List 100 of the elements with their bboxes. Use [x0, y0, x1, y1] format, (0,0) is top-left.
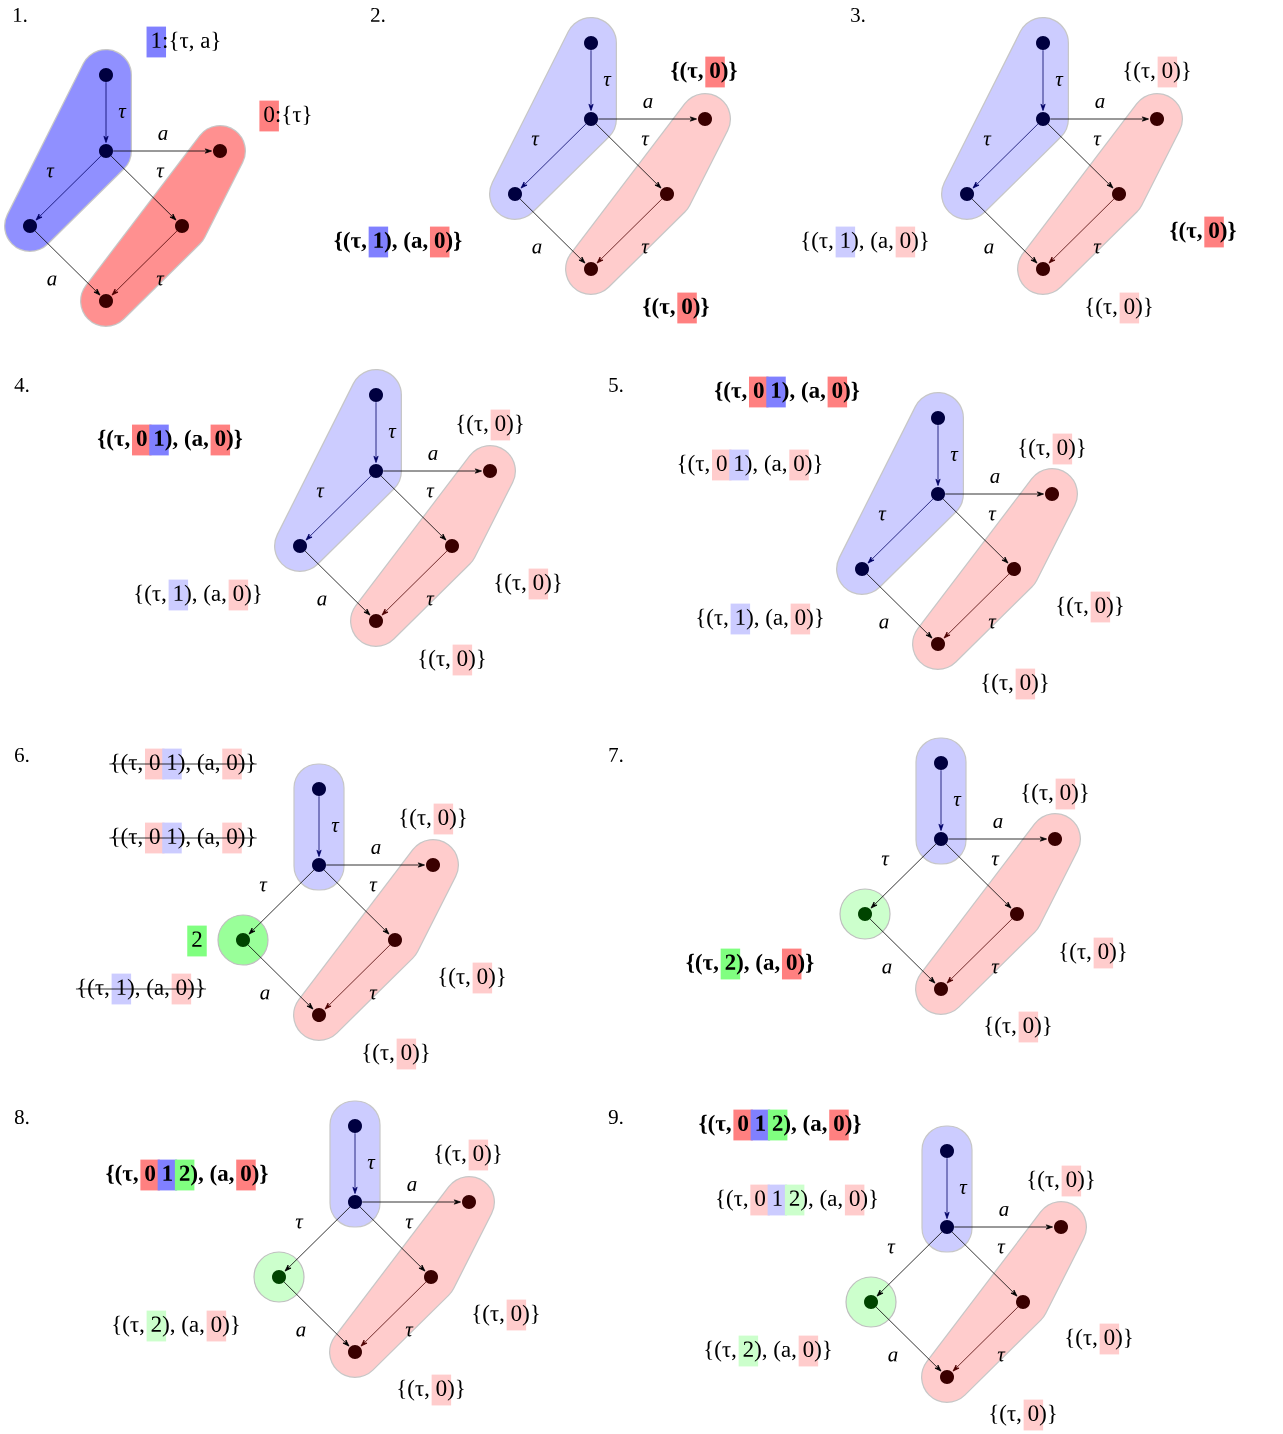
state-dot [931, 411, 945, 425]
edge-label: τ [997, 1351, 1006, 1362]
arrow [944, 1157, 950, 1219]
edge-label: a [1095, 97, 1105, 109]
state-dot [864, 1295, 878, 1309]
edge-label: τ [316, 487, 325, 498]
state-dot [175, 219, 189, 233]
state-dot [348, 1195, 362, 1209]
panel-number: 5. [609, 378, 623, 393]
arrow [283, 1281, 350, 1347]
state-dot [1048, 832, 1062, 846]
signature-label: {(τ, 0 1), (a, 0)} [97, 424, 243, 456]
arrow [947, 836, 1047, 842]
signature-label: {(τ, 0)} [1019, 433, 1085, 465]
state-dot [1036, 262, 1050, 276]
class-label: 0:{τ} [259, 100, 311, 132]
edge-label: τ [988, 618, 997, 629]
arrow [588, 49, 594, 111]
edge-label: τ [603, 76, 612, 86]
edge-label: a [990, 472, 1000, 484]
arrow [111, 230, 178, 296]
signature-label: {(τ, 0)} [457, 409, 523, 441]
state-dot [312, 858, 326, 872]
state-dot [236, 933, 250, 947]
edge-label: τ [953, 796, 962, 806]
arrow [952, 1306, 1019, 1372]
struck-signature: {(τ, 0 1), (a, 0)} [108, 748, 258, 780]
state-dot [99, 68, 113, 82]
edge-label: a [999, 1205, 1009, 1217]
arrow [325, 862, 425, 868]
signature-label: {(τ, 0)} [1124, 56, 1190, 88]
arrow [945, 843, 1012, 909]
edge-label: a [296, 1326, 306, 1337]
arrow [520, 123, 587, 189]
arrow [316, 795, 322, 857]
arrow [1049, 116, 1149, 122]
state-dot [388, 933, 402, 947]
state-dot [940, 1220, 954, 1234]
arrow [972, 123, 1039, 189]
edge-label: τ [1093, 243, 1102, 254]
edge-label: τ [641, 243, 650, 254]
state-dot [312, 1008, 326, 1022]
arrow [324, 944, 391, 1010]
edge-label: τ [991, 855, 1000, 866]
edge-label: τ [950, 451, 959, 461]
signature-label: {(τ, 0)} [990, 1399, 1056, 1431]
state-dot [213, 144, 227, 158]
state-dot [1010, 907, 1024, 921]
state-dot [348, 1345, 362, 1359]
arrow [944, 491, 1044, 497]
signature-label: {(τ, 1), (a, 0)} [334, 226, 462, 258]
edge-label: a [260, 989, 270, 1000]
edge-label: τ [331, 822, 340, 832]
state-dot [99, 294, 113, 308]
state-dot [931, 637, 945, 651]
signature-label: {(τ, 2), (a, 0)} [705, 1335, 831, 1367]
struck-signature: {(τ, 1), (a, 0)} [75, 973, 207, 1005]
edge-label: τ [426, 487, 435, 498]
edge-label: τ [881, 855, 890, 866]
state-dot [369, 464, 383, 478]
signature-label: {(τ, 1), (a, 0)} [697, 603, 823, 635]
arrow [248, 869, 315, 935]
edge-label: τ [156, 167, 165, 178]
edge-label: τ [369, 881, 378, 892]
arrow [938, 769, 944, 831]
arrow [103, 81, 109, 143]
arrow [595, 123, 662, 189]
edge-label: τ [369, 989, 378, 1000]
arrow [247, 944, 314, 1010]
panel-number: 3. [851, 7, 865, 23]
edge-label: τ [983, 135, 992, 146]
edge-label: τ [295, 1218, 304, 1229]
state-dot [584, 36, 598, 50]
edge-label: a [407, 1180, 417, 1192]
arrow [942, 498, 1009, 564]
state-dot [369, 614, 383, 628]
signature-label: {(τ, 0)} [419, 644, 485, 676]
state-dot [934, 832, 948, 846]
edge-label: τ [959, 1184, 968, 1194]
edge-label: τ [405, 1326, 414, 1337]
edge-label: τ [878, 510, 887, 521]
arrow [112, 148, 212, 154]
state-dot [1016, 1295, 1030, 1309]
arrow [323, 869, 390, 935]
state-dot [424, 1270, 438, 1284]
panel-number: 6. [15, 747, 29, 763]
arrow [380, 475, 447, 541]
arrow [519, 198, 586, 264]
signature-label: {(τ, 0)} [398, 1374, 464, 1406]
state-dot [1036, 36, 1050, 50]
arrow [1047, 123, 1114, 189]
edge-label: τ [1055, 76, 1064, 86]
state-dot [1054, 1220, 1068, 1234]
class-label: 2 [187, 925, 207, 957]
signature-label: {(τ, 0)} [495, 568, 561, 600]
arrow [866, 573, 933, 639]
arrow [1048, 198, 1115, 264]
edge-label: τ [988, 510, 997, 521]
state-dot [858, 907, 872, 921]
edge-label: τ [388, 428, 397, 438]
